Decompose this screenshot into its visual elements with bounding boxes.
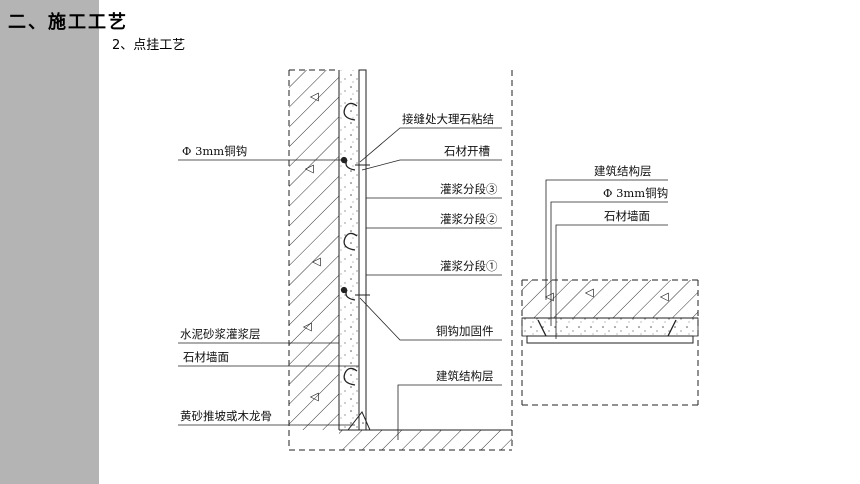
svg-text:◁: ◁: [585, 285, 594, 299]
label-mortar-layer: 水泥砂浆灌浆层: [180, 327, 261, 341]
left-leaders: [178, 159, 359, 426]
svg-text:◁: ◁: [312, 254, 321, 268]
side-bar: [0, 0, 99, 484]
floor-slab: [289, 70, 513, 451]
label-stone-slot: 石材开槽: [444, 144, 490, 158]
label-grout-1: 灌浆分段①: [440, 259, 498, 273]
section-subtitle: 2、点挂工艺: [112, 38, 186, 53]
label-detail-stone-face: 石材墙面: [604, 209, 650, 223]
svg-text:◁: ◁: [545, 289, 554, 303]
label-detail-structure: 建筑结构层: [594, 164, 652, 178]
label-stone-face-left: 石材墙面: [183, 350, 229, 364]
section-title: 二、施工工艺: [8, 12, 128, 33]
label-grout-2: 灌浆分段②: [440, 212, 498, 226]
copper-hooks: [340, 102, 358, 386]
label-grout-3: 灌浆分段③: [440, 182, 498, 196]
label-joint-bond: 接缝处大理石粘结: [402, 112, 494, 126]
svg-text:◁: ◁: [303, 319, 312, 333]
grout-layer: [339, 70, 360, 430]
svg-text:◁: ◁: [305, 161, 314, 175]
main-wall: ◁ ◁ ◁ ◁ ◁: [288, 69, 340, 450]
detail-drawing: ◁ ◁ ◁: [521, 279, 699, 406]
detail-leaders: [545, 179, 668, 339]
label-hook-reinforce: 铜钩加固件: [436, 324, 494, 338]
label-detail-copper-hook: Φ 3mm铜钩: [603, 186, 668, 200]
label-copper-hook-left: Φ 3mm铜钩: [182, 144, 247, 158]
label-sand-slope: 黄砂推坡或木龙骨: [180, 409, 272, 423]
svg-text:◁: ◁: [660, 289, 669, 303]
svg-text:◁: ◁: [310, 389, 319, 403]
label-structure-layer: 建筑结构层: [436, 369, 494, 383]
sand-slope: [346, 411, 371, 431]
right-leaders: [359, 127, 502, 440]
svg-text:◁: ◁: [310, 89, 319, 103]
